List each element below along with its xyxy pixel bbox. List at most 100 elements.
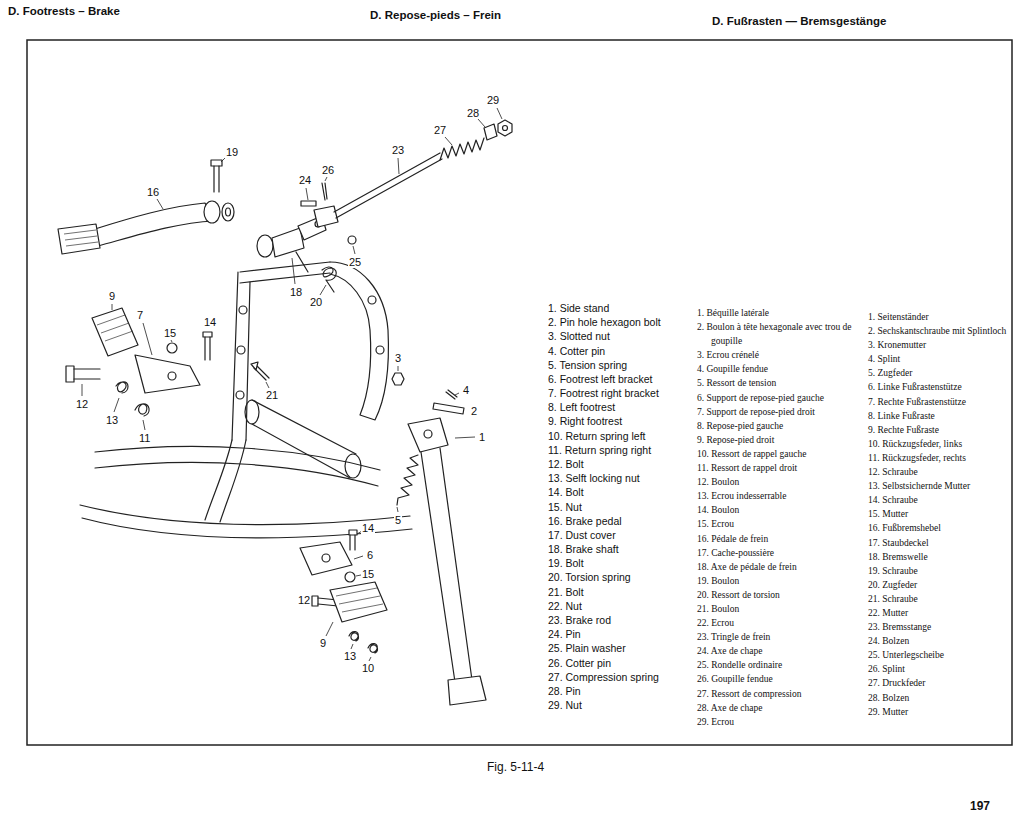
callout-number: 29 bbox=[486, 94, 500, 106]
side-stand bbox=[397, 455, 418, 505]
brake-pedal bbox=[95, 203, 214, 246]
left-footrest bbox=[135, 404, 149, 416]
motorcycle-frame bbox=[80, 262, 412, 538]
right-footrest bbox=[330, 582, 387, 622]
parts-list-entry: 29. Mutter bbox=[868, 705, 1008, 719]
section-heading: D. Fußrasten — Bremsgestänge bbox=[712, 15, 886, 27]
callout-number: 18 bbox=[289, 286, 303, 298]
right-footrest bbox=[300, 530, 387, 653]
left-footrest bbox=[116, 382, 128, 393]
clevis-pins bbox=[301, 201, 316, 206]
parts-list-entry: 28. Axe de chape bbox=[697, 701, 863, 715]
left-footrest bbox=[74, 369, 100, 379]
parts-list-entry: 1. Side stand bbox=[548, 302, 609, 315]
parts-list-entry: 25. Unterlegscheibe bbox=[868, 648, 1008, 662]
side-stand bbox=[392, 373, 486, 705]
left-footrest bbox=[92, 308, 138, 356]
callout-number: 26 bbox=[321, 164, 335, 176]
motorcycle-frame bbox=[376, 346, 384, 354]
parts-list-entry: 18. Axe de pédale de frein bbox=[697, 560, 863, 574]
parts-list-entry: 8. Repose-pied gauche bbox=[697, 419, 863, 433]
parts-list-entry: 11. Ressort de rappel droit bbox=[697, 461, 863, 475]
motorcycle-frame bbox=[80, 505, 412, 538]
motorcycle-frame bbox=[330, 262, 388, 420]
clevis-pins bbox=[322, 183, 327, 200]
brake-pedal bbox=[58, 224, 100, 254]
parts-list-entry: 2. Sechskantschraube mit Splintloch bbox=[868, 324, 1008, 338]
parts-list-entry: 8. Linke Fußraste bbox=[868, 409, 1008, 423]
parts-list-entry: 11. Rückzugsfeder, rechts bbox=[868, 451, 1008, 465]
callout-number: 21 bbox=[265, 389, 279, 401]
parts-list-entry: 21. Schraube bbox=[868, 592, 1008, 606]
parts-list-entry: 3. Slotted nut bbox=[548, 330, 610, 343]
callout-number: 7 bbox=[136, 309, 144, 321]
motorcycle-frame bbox=[245, 400, 259, 424]
parts-list-entry: 27. Druckfeder bbox=[868, 676, 1008, 690]
right-footrest bbox=[349, 632, 359, 641]
callout-number: 20 bbox=[309, 296, 323, 308]
left-footrest bbox=[97, 315, 133, 341]
parts-list-entry: 23. Bremsstange bbox=[868, 620, 1008, 634]
parts-list-entry: 1. Seitenständer bbox=[868, 310, 1008, 324]
parts-list-entry: 20. Ressort de torsion bbox=[697, 588, 863, 602]
parts-list-entry: 12. Boulon bbox=[697, 475, 863, 489]
figure-caption: Fig. 5-11-4 bbox=[487, 760, 544, 774]
callout-number: 12 bbox=[297, 594, 311, 606]
callout-number: 13 bbox=[343, 650, 357, 662]
parts-list-entry: 27. Ressort de compression bbox=[697, 687, 863, 701]
brake-bolt bbox=[214, 166, 219, 192]
motorcycle-frame bbox=[232, 272, 250, 440]
brake-pedal bbox=[58, 201, 234, 254]
parts-list-entry: 24. Bolzen bbox=[868, 634, 1008, 648]
brake-rod bbox=[484, 124, 497, 140]
parts-list-entry: 17. Cache-poussière bbox=[697, 546, 863, 560]
side-stand bbox=[448, 676, 486, 705]
parts-list-entry: 10. Rückzugsfeder, links bbox=[868, 437, 1008, 451]
right-footrest bbox=[368, 644, 378, 653]
callout-number: 12 bbox=[75, 398, 89, 410]
clevis-pins bbox=[301, 183, 356, 244]
parts-list-entry: 25. Plain washer bbox=[548, 642, 626, 655]
callout-number: 4 bbox=[462, 384, 470, 396]
side-stand bbox=[408, 418, 448, 452]
left-footrest bbox=[203, 332, 212, 337]
brake-shaft bbox=[257, 216, 326, 272]
parts-list-entry: 16. Brake pedal bbox=[548, 515, 622, 528]
parts-list-entry: 4. Goupille fendue bbox=[697, 362, 863, 376]
callout-number: 24 bbox=[298, 174, 312, 186]
side-stand bbox=[424, 430, 432, 438]
parts-list-entry: 24. Pin bbox=[548, 628, 581, 641]
brake-rod bbox=[498, 120, 512, 136]
parts-list-entry: 26. Cotter pin bbox=[548, 657, 611, 670]
brake-pedal bbox=[222, 203, 234, 221]
parts-list-entry: 26. Goupille fendue bbox=[697, 672, 863, 686]
parts-list-entry: 12. Bolt bbox=[548, 458, 584, 471]
brake-rod bbox=[314, 120, 512, 227]
parts-list-entry: 22. Ecrou bbox=[697, 616, 863, 630]
parts-list-entry: 3. Kronemutter bbox=[868, 338, 1008, 352]
parts-list-entry: 9. Repose-pied droit bbox=[697, 433, 863, 447]
parts-list-entry: 29. Nut bbox=[548, 699, 582, 712]
left-footrest bbox=[167, 343, 177, 353]
brake-rod bbox=[440, 138, 484, 160]
parts-list-entry: 15. Ecrou bbox=[697, 517, 863, 531]
right-footrest bbox=[312, 596, 318, 606]
parts-list-entry: 16. Fußbremshebel bbox=[868, 521, 1008, 535]
parts-list-entry: 4. Splint bbox=[868, 352, 1008, 366]
brake-pedal bbox=[226, 208, 231, 216]
right-footrest bbox=[349, 530, 357, 535]
brake-shaft bbox=[272, 228, 304, 257]
left-footrest bbox=[168, 372, 176, 380]
right-footrest bbox=[322, 554, 330, 562]
parts-list-entry: 10. Ressort de rappel gauche bbox=[697, 447, 863, 461]
callout-number: 11 bbox=[138, 432, 151, 444]
side-stand bbox=[433, 403, 464, 414]
parts-list-entry: 13. Selbstsichernde Mutter bbox=[868, 479, 1008, 493]
motorcycle-frame bbox=[240, 262, 330, 283]
parts-list-entry: 9. Rechte Fußraste bbox=[868, 423, 1008, 437]
parts-list-entry: 17. Dust cover bbox=[548, 529, 616, 542]
leader-lines bbox=[82, 108, 502, 661]
callout-number: 15 bbox=[361, 568, 375, 580]
callout-number: 25 bbox=[348, 256, 362, 268]
parts-list-entry: 13. Selft locking nut bbox=[548, 472, 640, 485]
